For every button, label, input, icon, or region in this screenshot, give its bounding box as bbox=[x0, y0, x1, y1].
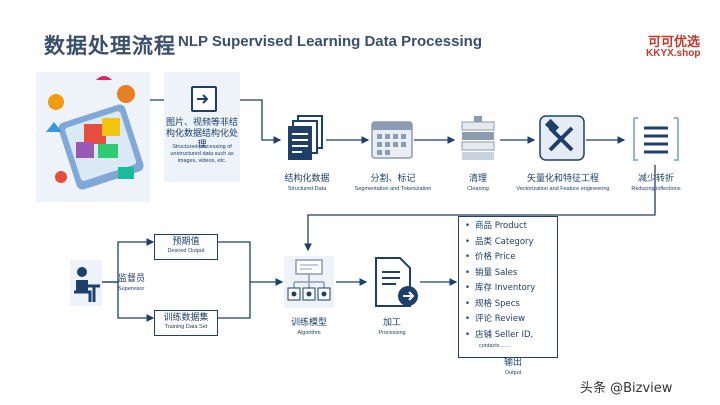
supervisor-label-en: Supervisor bbox=[118, 286, 145, 292]
brand-url: KKYX.shop bbox=[646, 48, 701, 59]
document-arrow-icon bbox=[375, 257, 418, 307]
training-label-zh: 训练数据集 bbox=[163, 313, 209, 323]
output-tail: contacts ...... bbox=[479, 343, 511, 349]
cleaning-label-en: Cleaning bbox=[467, 186, 489, 192]
tools-icon bbox=[539, 115, 585, 161]
list-icon bbox=[633, 117, 679, 161]
output-item: 品类 Category bbox=[465, 235, 551, 251]
desired-label-zh: 预期值 bbox=[172, 237, 200, 247]
unstructured-label-zh: 图片、视频等非结构化数据结构化处理 bbox=[166, 118, 239, 150]
output-item: 店铺 Seller ID, bbox=[465, 328, 551, 344]
supervisor-step bbox=[68, 258, 104, 312]
supervisor-label-zh: 监督员 bbox=[118, 274, 146, 284]
cleaning-step bbox=[456, 114, 500, 168]
brand-name: 可可优选 bbox=[648, 35, 701, 50]
processing-label-zh: 加工 bbox=[382, 318, 401, 328]
output-list: 商品 Product品类 Category价格 Price销量 Sales库存 … bbox=[465, 219, 551, 343]
output-item: 库存 Inventory bbox=[465, 281, 551, 297]
unstructured-step: 图片、视频等非结构化数据结构化处理 Structured processing … bbox=[164, 72, 240, 182]
person-at-desk-icon bbox=[70, 260, 102, 306]
training-label-en: Training Data Set bbox=[164, 324, 208, 330]
segmentation-step bbox=[370, 116, 414, 166]
output-list-box: 商品 Product品类 Category价格 Price销量 Sales库存 … bbox=[458, 216, 558, 358]
output-label-en: Output bbox=[504, 370, 522, 376]
training-set-box: 训练数据集 Training Data Set bbox=[154, 310, 218, 336]
output-item: 销量 Sales bbox=[465, 266, 551, 282]
page-title-zh: 数据处理流程 bbox=[44, 34, 176, 58]
algorithm-step bbox=[282, 254, 336, 314]
structured-label-zh: 结构化数据 bbox=[284, 174, 330, 184]
output-label-zh: 输出 bbox=[503, 358, 522, 368]
vectorization-label-en: Vectorization and Feature engineering bbox=[516, 186, 610, 192]
reducing-label-en: Reducing inflections bbox=[631, 186, 681, 192]
structured-data-step bbox=[280, 112, 332, 172]
ecommerce-illustration bbox=[36, 72, 150, 202]
processing-label-en: Processing bbox=[378, 330, 406, 336]
watermark: 头条 @Bizview bbox=[580, 381, 673, 396]
phone-shopping-icon bbox=[46, 76, 144, 190]
documents-icon bbox=[288, 115, 323, 160]
output-item: 价格 Price bbox=[465, 250, 551, 266]
reducing-label-zh: 减少转折 bbox=[637, 174, 674, 184]
vectorization-step bbox=[538, 114, 586, 166]
calendar-icon bbox=[371, 121, 413, 159]
segmentation-label-zh: 分割、标记 bbox=[370, 174, 416, 184]
desired-output-box: 预期值 Desired Output bbox=[154, 234, 218, 260]
processing-step bbox=[372, 256, 420, 314]
segmentation-label-en: Segmentation and Tokenization bbox=[354, 186, 432, 192]
server-icon bbox=[461, 116, 495, 160]
output-item: 商品 Product bbox=[465, 219, 551, 235]
output-item: 评论 Review bbox=[465, 312, 551, 328]
page-title-en: NLP Supervised Learning Data Processing bbox=[178, 33, 482, 50]
reducing-step bbox=[628, 114, 684, 168]
desired-label-en: Desired Output bbox=[167, 248, 205, 254]
unstructured-label-en: Structured processing of unstructured da… bbox=[170, 144, 234, 164]
hierarchy-icon bbox=[284, 256, 334, 308]
vectorization-label-zh: 矢量化和特征工程 bbox=[526, 174, 599, 184]
cleaning-label-zh: 清理 bbox=[468, 174, 487, 184]
algorithm-label-en: Algorithm bbox=[297, 330, 321, 336]
login-icon bbox=[191, 86, 217, 112]
structured-label-en: Structured Data bbox=[287, 186, 327, 192]
algorithm-label-zh: 训练模型 bbox=[290, 318, 327, 328]
output-item: 规格 Specs bbox=[465, 297, 551, 313]
